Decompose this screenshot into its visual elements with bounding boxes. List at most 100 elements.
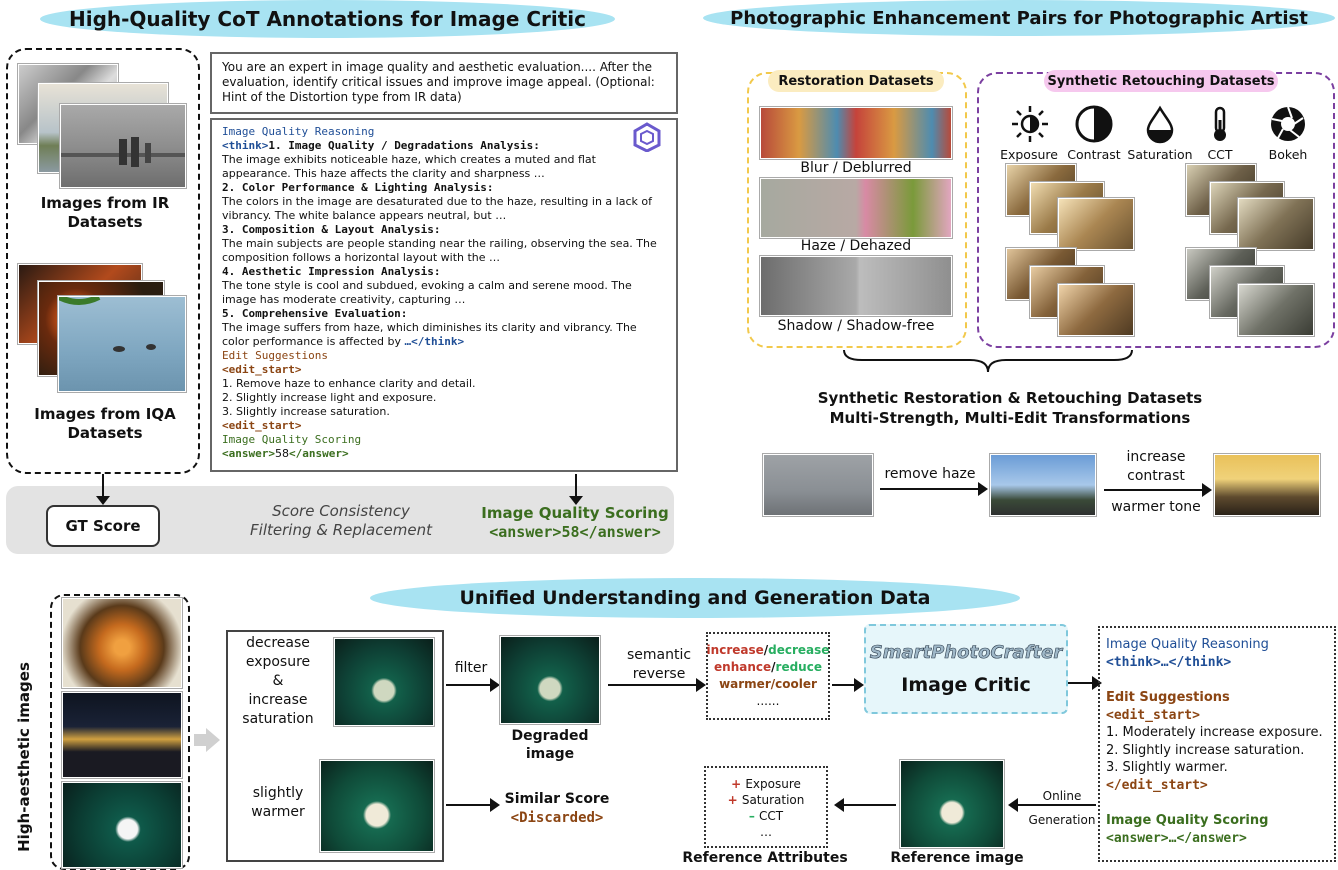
iqa-images-label: Images from IQA Datasets [34,405,176,442]
warmer-tone-label: warmer tone [1111,499,1201,515]
ref-attr-dots: … [760,825,772,839]
gt-score-box: GT Score [46,505,160,547]
out-answer-tag: <answer>…</answer> [1106,830,1247,846]
bokeh-aperture-icon [1271,106,1305,141]
op1-result-image [334,638,434,726]
datasets-summary: Synthetic Restoration & Retouching Datas… [800,388,1220,428]
shadow-pair-image [760,256,952,316]
ref-attr-saturation: Saturation [741,793,805,807]
restoration-title: Restoration Datasets [778,73,934,89]
semantic-reverse-box [706,632,830,720]
edit-header: Edit Suggestions [222,349,328,362]
attr-contrast: Contrast [1067,147,1121,162]
op2-label: slightly warmer [230,784,326,822]
ref-attr-cct: CCT [759,809,784,823]
scoring-summary-title: Image Quality Scoring [481,504,669,522]
image-critic-box: SmartPhotoCrafter Image Critic [864,624,1068,714]
attr-bokeh: Bokeh [1268,147,1308,162]
contrast-icon [1075,105,1113,143]
cct-thermometer-icon [1214,106,1226,141]
image-sources-box [6,48,200,474]
semantic-reverse-label: semantic reverse [620,646,698,684]
edit-item-3: 3. Slightly increase saturation. [222,405,390,418]
out-think-tag: <think>…</think> [1106,654,1232,670]
high-aesthetic-label: High-aesthetic images [6,662,42,852]
similar-score: Similar Score <Discarded> [496,790,618,828]
prompt-box: You are an expert in image quality and a… [210,52,678,114]
degraded-label: Degraded image [511,728,589,762]
op1-a: decrease [246,635,310,651]
answer-close-tag: </answer> [288,447,349,460]
retouch-stack-3c [1058,284,1134,336]
sec3-body: The main subjects are people standing ne… [222,237,657,264]
billiards-image [62,782,182,868]
unified-title-banner: Unified Understanding and Generation Dat… [370,578,1020,618]
sr-dots: ...... [756,694,780,708]
ir-images-label: Images from IR Datasets [40,194,170,231]
consistency-line-2: Filtering & Replacement [250,520,432,539]
saturation-icon [1146,105,1174,144]
qwen-logo-icon [633,122,661,152]
aesthetic-images-box [50,594,190,870]
out-edit-end-tag: </edit_start> [1106,777,1208,793]
increase-contrast-1: increase [1126,449,1186,465]
ir-image-3 [60,104,186,188]
shadow-pair-label: Shadow / Shadow-free [777,318,935,334]
image-critic-label: Image Critic [901,674,1031,696]
merge-brace [843,349,1133,373]
edit-end-tag: <edit_start> [222,419,302,432]
sec4-title: 4. Aesthetic Impression Analysis: [222,265,441,278]
increase-contrast-label: increase contrast [1104,448,1208,486]
retouch-stack-1c [1058,198,1134,250]
scoring-summary: Image Quality Scoring <answer>58</answer… [470,504,680,542]
attr-saturation: Saturation [1127,147,1193,162]
blur-pair-label: Blur / Deblurred [800,160,912,176]
out-scoring-header: Image Quality Scoring [1106,813,1269,828]
out-edit-2: 2. Slightly increase saturation. [1106,742,1305,758]
gt-score-label: GT Score [65,517,141,535]
sr-reduce: reduce [775,660,822,674]
sr-warmer-cooler: warmer/cooler [719,677,817,691]
synthetic-title-pill: Synthetic Retouching Datasets [1044,70,1278,92]
degraded-image [500,636,600,724]
reasoning-header: Image Quality Reasoning [222,125,375,138]
semantic-reverse-terms: increase/decrease enhance/reduce warmer/… [706,643,830,708]
reference-attributes-label: Reference Attributes [682,850,848,866]
scoring-header: Image Quality Scoring [222,433,362,446]
op1-b: exposure [245,654,311,670]
out-edit-1: 1. Moderately increase exposure. [1106,725,1323,740]
op1-c: & [272,673,284,689]
enhancement-title-banner: Photographic Enhancement Pairs for Photo… [703,0,1335,36]
sec1-title: 1. Image Quality / Degradations Analysis… [268,139,540,152]
blur-pair-image [760,107,952,159]
op1-label: decrease exposure & increase saturation [230,634,326,729]
critic-output-box [1098,626,1336,862]
cot-title: High-Quality CoT Annotations for Image C… [68,7,587,31]
retouch-stack-2c [1238,198,1314,250]
unified-title: Unified Understanding and Generation Dat… [459,587,931,609]
sr-decrease: decrease [768,643,830,657]
people-silhouettes [61,137,185,167]
bridge-night-image [62,692,182,778]
attr-cct: CCT [1207,147,1233,162]
online-label: Online [1042,789,1082,803]
reference-attributes-box [704,766,828,848]
ducks-drawing [59,297,156,352]
cot-title-banner: High-Quality CoT Annotations for Image C… [40,0,615,38]
sec2-body: The colors in the image are desaturated … [222,195,652,222]
edit-start-tag: <edit_start> [222,363,302,376]
cot-box: Image Quality Reasoning <think>1. Image … [210,118,678,472]
sr-increase: increase [706,643,764,657]
enhancement-title: Photographic Enhancement Pairs for Photo… [730,7,1308,29]
summary-line-2: Multi-Strength, Multi-Edit Transformatio… [829,409,1191,427]
haze-pair-label: Haze / Dehazed [800,238,912,254]
out-reasoning-header: Image Quality Reasoning [1106,637,1269,652]
filter-label: filter [454,660,488,676]
think-open-tag: <think> [222,139,269,152]
restoration-title-pill: Restoration Datasets [768,70,944,92]
sec2-title: 2. Color Performance & Lighting Analysis… [222,181,494,194]
ref-attr-exposure: Exposure [745,777,801,791]
op2-a: slightly [252,785,304,801]
sec5-body: The image suffers from haze, which dimin… [222,321,637,348]
smartphotocrafter-logo: SmartPhotoCrafter [869,642,1063,664]
